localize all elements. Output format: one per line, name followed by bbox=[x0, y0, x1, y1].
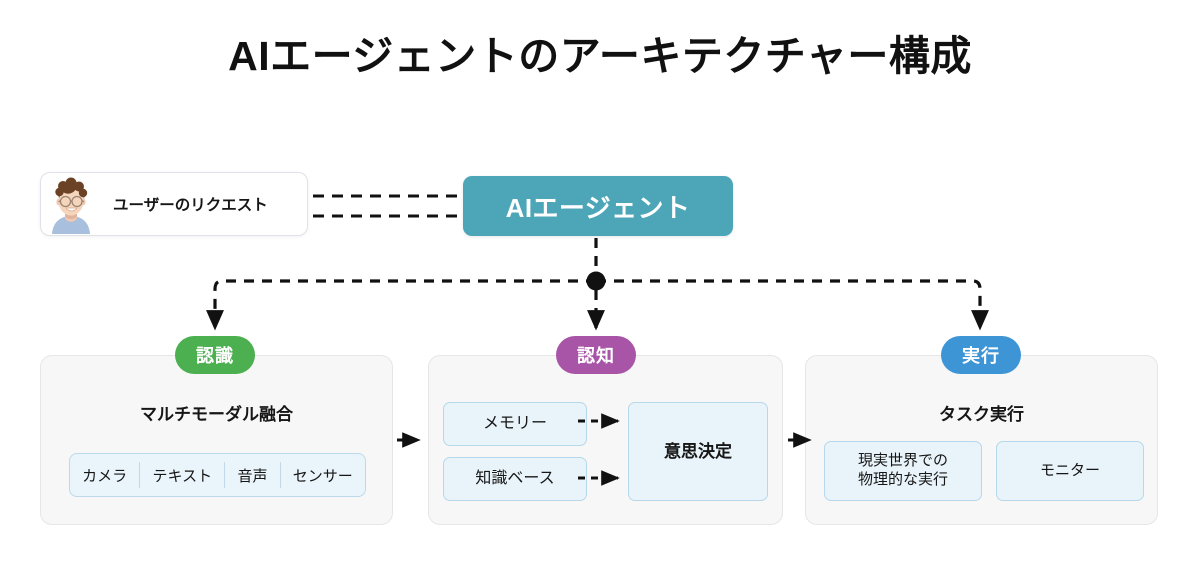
panel-perception: マルチモーダル融合 カメラ テキスト 音声 センサー bbox=[40, 355, 393, 525]
panel-cognition: メモリー 知識ベース 意思決定 bbox=[428, 355, 783, 525]
node-decision-making[interactable]: 意思決定 bbox=[628, 402, 768, 501]
stage-pill-execution[interactable]: 実行 bbox=[941, 336, 1021, 374]
user-request-card[interactable]: ユーザーのリクエスト bbox=[40, 172, 308, 236]
modality-item-camera[interactable]: カメラ bbox=[82, 467, 128, 485]
branch-to-perception bbox=[206, 279, 596, 331]
modality-strip: カメラ テキスト 音声 センサー bbox=[69, 453, 366, 497]
ai-agent-label: AIエージェント bbox=[505, 192, 691, 223]
junction-dot bbox=[586, 271, 606, 291]
node-physical-execution[interactable]: 現実世界での物理的な実行 bbox=[824, 441, 982, 501]
user-avatar-icon bbox=[43, 174, 99, 234]
node-monitor[interactable]: モニター bbox=[996, 441, 1144, 501]
stage-pill-cognition[interactable]: 認知 bbox=[556, 336, 636, 374]
panel-execution: タスク実行 現実世界での物理的な実行 モニター bbox=[805, 355, 1158, 525]
modality-divider bbox=[224, 462, 226, 488]
node-knowledge-base[interactable]: 知識ベース bbox=[443, 457, 587, 501]
panel-execution-heading: タスク実行 bbox=[939, 405, 1024, 424]
stage-pill-cognition-label: 認知 bbox=[577, 346, 615, 366]
modality-item-text[interactable]: テキスト bbox=[152, 467, 213, 485]
node-memory[interactable]: メモリー bbox=[443, 402, 587, 446]
user-request-label: ユーザーのリクエスト bbox=[113, 197, 268, 214]
ai-agent-node[interactable]: AIエージェント bbox=[463, 176, 733, 236]
modality-divider bbox=[139, 462, 141, 488]
stage-pill-execution-label: 実行 bbox=[962, 346, 1000, 366]
stage-pill-perception-label: 認識 bbox=[196, 346, 234, 366]
user-agent-link bbox=[313, 194, 461, 218]
modality-item-sensor[interactable]: センサー bbox=[292, 467, 353, 485]
branch-to-execution bbox=[596, 279, 989, 331]
modality-item-audio[interactable]: 音声 bbox=[237, 467, 268, 485]
stage-pill-perception[interactable]: 認識 bbox=[175, 336, 255, 374]
modality-divider bbox=[279, 462, 281, 488]
page-title: AIエージェントのアーキテクチャー構成 bbox=[228, 33, 972, 79]
panel-perception-heading: マルチモーダル融合 bbox=[140, 405, 293, 424]
